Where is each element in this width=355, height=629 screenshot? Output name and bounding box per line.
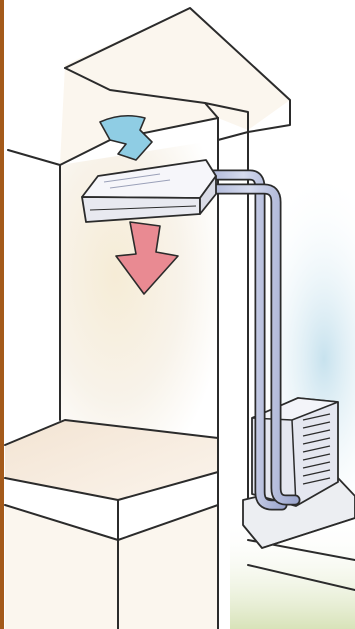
ceiling [60, 8, 290, 165]
frame-border [0, 0, 4, 629]
lower-wall [5, 505, 218, 629]
